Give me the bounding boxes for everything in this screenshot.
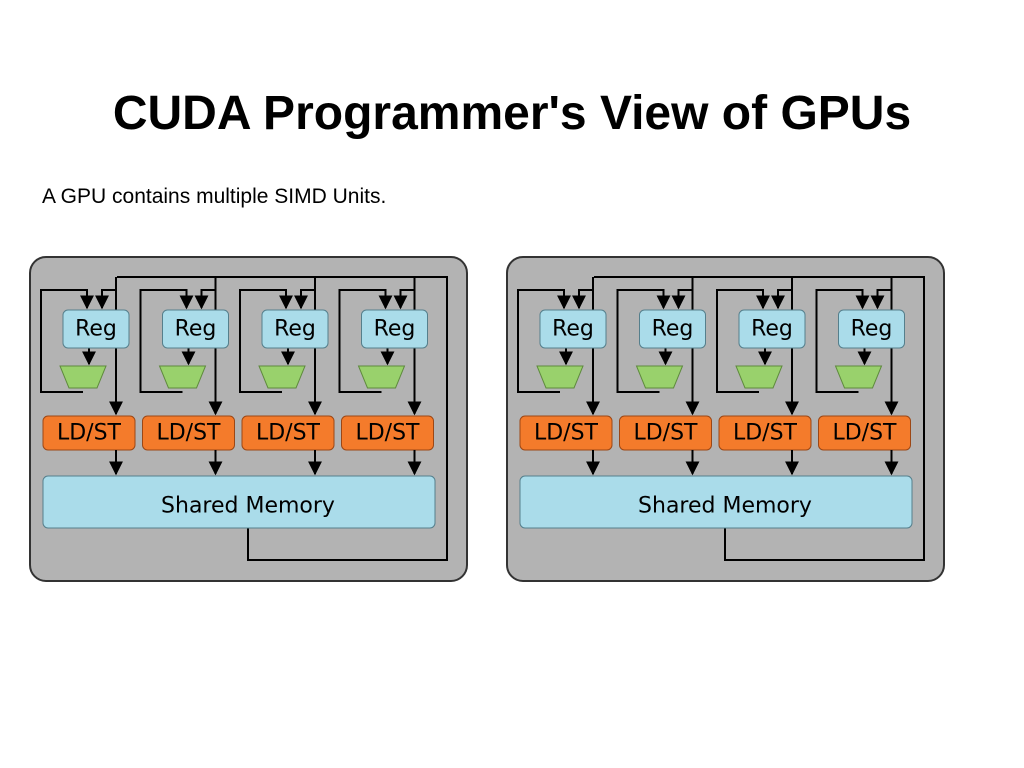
register-box	[539, 309, 607, 349]
alu-icon	[536, 365, 584, 389]
register-box	[838, 309, 905, 349]
load-store-label: LD/ST	[57, 421, 122, 446]
register-box	[261, 309, 329, 349]
load-store-box	[519, 415, 613, 451]
register-box	[62, 309, 130, 349]
load-store-label: LD/ST	[832, 421, 897, 446]
bus-to-reg-wire	[572, 289, 593, 310]
page-title: CUDA Programmer's View of GPUs	[112, 87, 912, 140]
shared-memory-box	[42, 475, 436, 529]
load-store-box	[718, 415, 812, 451]
alu-icon	[635, 365, 684, 389]
alu-feedback-wire	[338, 289, 393, 393]
register-label: Reg	[652, 317, 694, 342]
alu-icon	[834, 365, 883, 389]
alu-feedback-wire	[815, 289, 870, 393]
register-label: Reg	[175, 317, 217, 342]
alu-icon	[59, 365, 107, 389]
alu-icon	[357, 365, 406, 389]
register-box	[162, 309, 229, 349]
page-subtitle: A GPU contains multiple SIMD Units.	[42, 185, 387, 208]
load-store-box	[142, 415, 235, 451]
register-label: Reg	[75, 317, 117, 342]
bus-to-reg-wire	[870, 289, 892, 310]
bus-to-reg-wire	[771, 289, 792, 310]
bus-to-reg-wire	[194, 289, 216, 310]
load-store-box	[619, 415, 712, 451]
load-store-label: LD/ST	[733, 421, 798, 446]
register-box	[361, 309, 428, 349]
load-store-box	[341, 415, 434, 451]
return-bus-wire	[594, 276, 925, 561]
alu-icon	[158, 365, 207, 389]
bus-to-reg-wire	[294, 289, 315, 310]
alu-feedback-wire	[139, 289, 194, 393]
alu-feedback-wire	[517, 289, 571, 393]
register-box	[738, 309, 806, 349]
shared-memory-label: Shared Memory	[161, 494, 335, 519]
load-store-label: LD/ST	[256, 421, 321, 446]
register-label: Reg	[751, 317, 793, 342]
bus-to-reg-wire	[393, 289, 415, 310]
load-store-box	[241, 415, 335, 451]
load-store-box	[818, 415, 911, 451]
load-store-label: LD/ST	[355, 421, 420, 446]
shared-memory-label: Shared Memory	[638, 494, 812, 519]
alu-feedback-wire	[716, 289, 770, 393]
shared-memory-box	[519, 475, 913, 529]
register-label: Reg	[274, 317, 316, 342]
alu-icon	[258, 365, 306, 389]
alu-feedback-wire	[239, 289, 293, 393]
alu-feedback-wire	[616, 289, 671, 393]
register-label: Reg	[374, 317, 416, 342]
register-box	[639, 309, 706, 349]
register-label: Reg	[851, 317, 893, 342]
return-bus-wire	[117, 276, 448, 561]
load-store-label: LD/ST	[534, 421, 599, 446]
register-label: Reg	[552, 317, 594, 342]
alu-icon	[735, 365, 783, 389]
load-store-label: LD/ST	[156, 421, 221, 446]
load-store-label: LD/ST	[633, 421, 698, 446]
bus-to-reg-wire	[671, 289, 693, 310]
load-store-box	[42, 415, 136, 451]
bus-to-reg-wire	[95, 289, 116, 310]
alu-feedback-wire	[40, 289, 94, 393]
